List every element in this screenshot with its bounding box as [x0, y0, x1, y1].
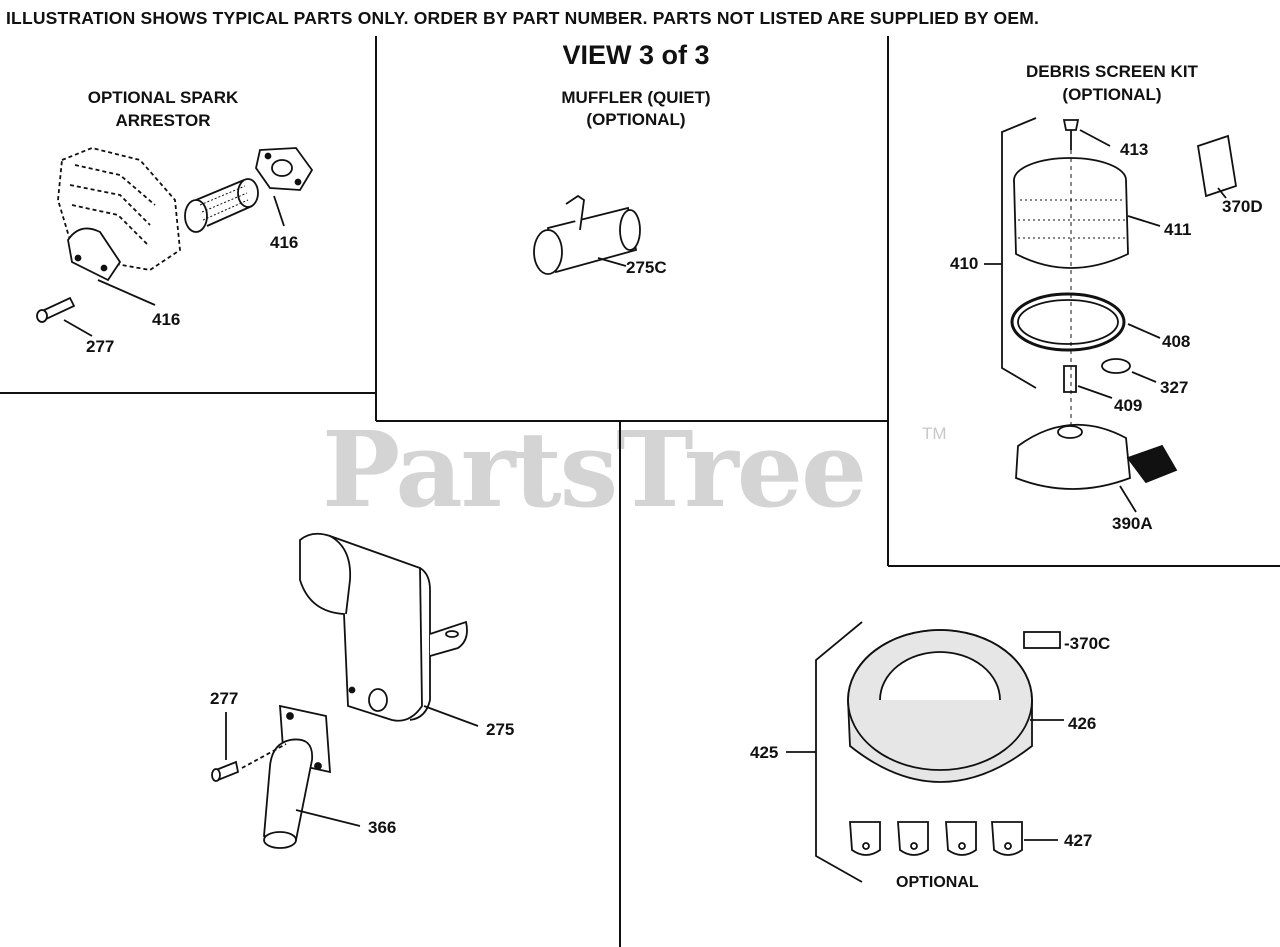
- muffler-quiet-title-line1: MUFFLER (QUIET): [561, 88, 711, 107]
- part-label-277: 277: [210, 689, 239, 708]
- quiet-muffler-drawing: [533, 194, 641, 275]
- debris-screen-title-line1: DEBRIS SCREEN KIT: [1026, 62, 1198, 81]
- spark-arrestor-title-line2: ARRESTOR: [115, 111, 211, 130]
- muffler-275-drawing: [211, 532, 479, 849]
- header-notice: ILLUSTRATION SHOWS TYPICAL PARTS ONLY. O…: [6, 8, 1040, 28]
- part-label-275: 275: [486, 720, 515, 739]
- foam-filter-drawing: [786, 621, 1064, 883]
- part-label-370c: -370C: [1064, 634, 1111, 653]
- part-label-275c: 275C: [626, 258, 667, 277]
- part-label-370d: 370D: [1222, 197, 1263, 216]
- part-label-410: 410: [950, 254, 979, 273]
- part-label-411: 411: [1164, 220, 1192, 239]
- muffler-quiet-title-line2: (OPTIONAL): [586, 110, 686, 129]
- optional-title: OPTIONAL: [896, 874, 979, 891]
- spark-arrestor-title-line1: OPTIONAL SPARK: [87, 88, 239, 107]
- part-label-425: 425: [750, 743, 779, 762]
- part-label-327: 327: [1160, 378, 1189, 397]
- part-label-409: 409: [1114, 396, 1143, 415]
- part-label-366: 366: [368, 818, 397, 837]
- part-label-413: 413: [1120, 140, 1149, 159]
- watermark-brand: PartsTree: [322, 408, 867, 531]
- part-label-426: 426: [1068, 714, 1097, 733]
- debris-screen-drawing: [984, 117, 1238, 513]
- part-label-390a: 390A: [1112, 514, 1153, 533]
- watermark-trademark: TM: [922, 424, 947, 443]
- part-label-416: 416: [270, 233, 299, 252]
- spark-arrestor-drawing: [36, 147, 314, 337]
- part-label-427: 427: [1064, 831, 1093, 850]
- view-title: VIEW 3 of 3: [562, 40, 710, 70]
- part-label-408: 408: [1162, 332, 1191, 351]
- part-label-277: 277: [86, 337, 115, 356]
- debris-screen-title-line2: (OPTIONAL): [1062, 85, 1162, 104]
- part-label-416: 416: [152, 310, 181, 329]
